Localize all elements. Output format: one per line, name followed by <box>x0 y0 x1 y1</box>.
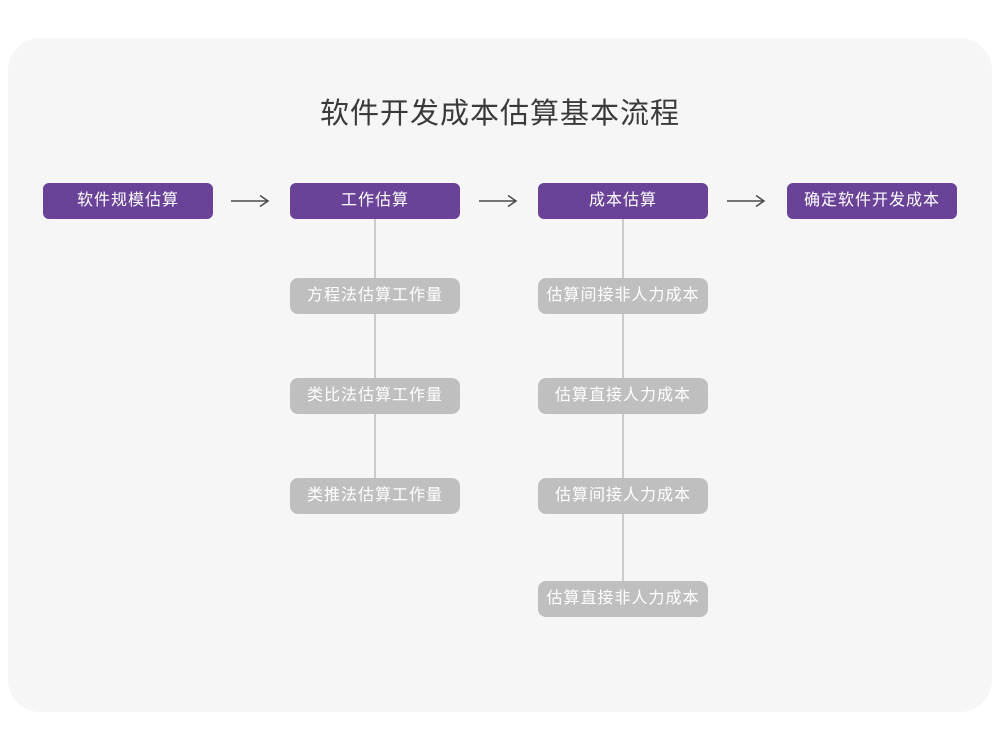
flow-node-work-estimation: 工作估算 <box>290 183 460 219</box>
sub-node-analogy-method: 类比法估算工作量 <box>290 378 460 414</box>
diagram-title: 软件开发成本估算基本流程 <box>319 98 680 130</box>
sub-node-direct-labor-cost: 估算直接人力成本 <box>538 378 708 414</box>
sub-node-direct-nonlabor-cost: 估算直接非人力成本 <box>538 581 708 617</box>
arrow-right-icon <box>231 194 270 208</box>
arrow-right-icon <box>727 194 766 208</box>
connector-line-work <box>374 219 376 496</box>
flow-node-cost-estimation: 成本估算 <box>538 183 708 219</box>
flow-node-determine-dev-cost: 确定软件开发成本 <box>787 183 957 219</box>
sub-node-equation-method: 方程法估算工作量 <box>290 278 460 314</box>
sub-node-indirect-nonlabor-cost: 估算间接非人力成本 <box>538 278 708 314</box>
sub-node-extrapolation-method: 类推法估算工作量 <box>290 478 460 514</box>
sub-node-indirect-labor-cost: 估算间接人力成本 <box>538 478 708 514</box>
arrow-right-icon <box>479 194 518 208</box>
diagram-card: 软件开发成本估算基本流程 软件规模估算 工作估算 成本估算 确定软件开发成本 方… <box>8 38 992 712</box>
flow-node-software-scale-estimation: 软件规模估算 <box>43 183 213 219</box>
